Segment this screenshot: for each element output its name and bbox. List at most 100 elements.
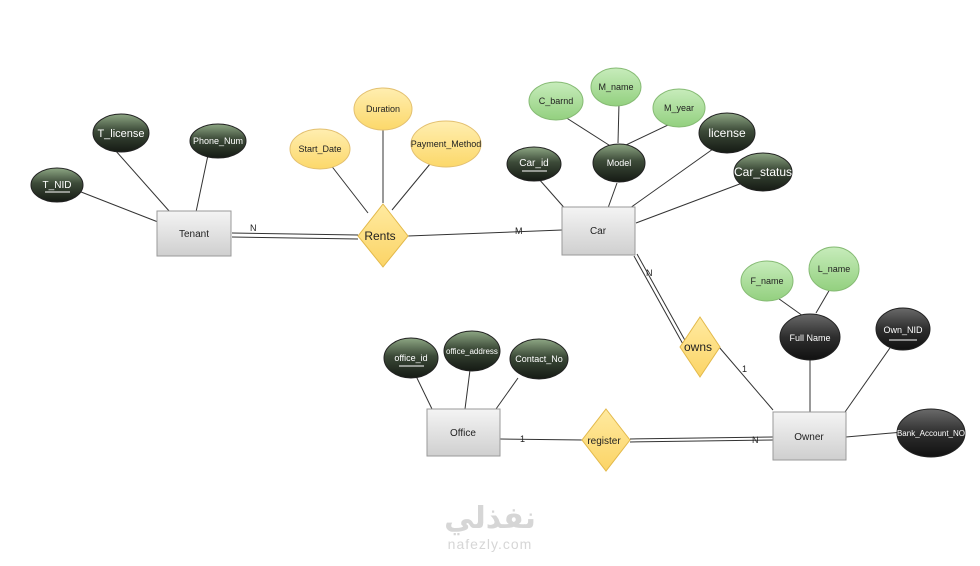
relationship-owns[interactable]: owns (679, 316, 721, 378)
attribute-car-id[interactable]: Car_id (506, 146, 562, 182)
attribute-car-status[interactable]: Car_status (733, 152, 793, 192)
relationship-register[interactable]: register (581, 408, 631, 472)
watermark-arabic: نفذلي (444, 501, 536, 536)
attribute-ellipse (410, 120, 482, 168)
attribute-label: Phone_Num (193, 136, 243, 146)
cardinality-owner-owns: 1 (742, 364, 747, 374)
attribute-ellipse (592, 143, 646, 183)
entity-tenant[interactable]: Tenant (156, 210, 232, 257)
line-tenant-t-nid (75, 189, 159, 223)
line-tenant-rents (231, 232, 359, 236)
attribute-ellipse (506, 146, 562, 182)
cardinality-owner-register: N (752, 435, 759, 445)
attribute-ellipse (733, 152, 793, 192)
line-owner-bank-account (845, 431, 904, 438)
entity-label: Car (590, 226, 607, 237)
attribute-office-address[interactable]: office_address (443, 330, 501, 372)
attribute-label: L_name (818, 264, 851, 274)
entity-box (426, 408, 501, 457)
watermark: نفذلي nafezly.com (410, 501, 570, 553)
attribute-label: M_year (664, 103, 694, 113)
entity-box (156, 210, 232, 257)
attribute-t-license[interactable]: T_license (92, 113, 150, 153)
attribute-phone-num[interactable]: Phone_Num (189, 123, 247, 159)
attribute-c-barnd[interactable]: C_barnd (528, 81, 584, 121)
line-tenant-rents-double (231, 236, 359, 240)
line-model-m-name (617, 102, 620, 144)
attribute-office-id[interactable]: office_id (383, 337, 439, 379)
entity-car[interactable]: Car (561, 206, 636, 256)
entity-box (561, 206, 636, 256)
attribute-contact-no[interactable]: Contact_No (509, 338, 569, 380)
line-fullname-f-name (774, 295, 804, 317)
cardinality-car-owns: N (646, 268, 653, 278)
attribute-start-date[interactable]: Start_Date (289, 128, 351, 170)
attribute-ellipse (779, 313, 841, 361)
entity-office[interactable]: Office (426, 408, 501, 457)
attribute-label: F_name (750, 276, 783, 286)
line-owner-own-nid (844, 344, 893, 413)
attribute-label: M_name (598, 82, 633, 92)
entity-label: Tenant (179, 229, 209, 240)
line-car-owns-double (636, 253, 688, 345)
cardinality-office-register: 1 (520, 434, 525, 444)
attribute-ellipse (509, 338, 569, 380)
cardinality-car-rents: M (515, 226, 523, 236)
cardinality-labels: N M N 1 1 N (250, 223, 759, 445)
attribute-model[interactable]: Model (592, 143, 646, 183)
attribute-label: license (708, 126, 746, 140)
attribute-bank-account-no[interactable]: Bank_Account_NO (896, 408, 966, 458)
attribute-label: Car_status (734, 165, 792, 179)
attribute-ellipse (896, 408, 966, 458)
attribute-t-nid[interactable]: T_NID (30, 167, 84, 203)
attribute-license[interactable]: license (698, 112, 756, 154)
attribute-own-nid[interactable]: Own_NID (875, 307, 931, 351)
attribute-ellipse (590, 67, 642, 107)
relationship-diamond (679, 316, 721, 378)
attribute-label: Contact_No (515, 354, 563, 364)
line-office-register (499, 438, 584, 441)
relationship-rents[interactable]: Rents (357, 203, 409, 268)
line-tenant-phone-num (195, 154, 209, 213)
attribute-ellipse (189, 123, 247, 159)
attribute-ellipse (698, 112, 756, 154)
attribute-ellipse (30, 167, 84, 203)
relationship-label: owns (684, 340, 712, 354)
attribute-label: Own_NID (883, 325, 923, 335)
attribute-ellipse (808, 246, 860, 292)
attribute-label: Car_id (519, 158, 548, 169)
relationship-label: Rents (364, 229, 395, 243)
attribute-f-name[interactable]: F_name (740, 260, 794, 302)
line-car-model (607, 182, 618, 209)
line-car-owns (633, 255, 685, 347)
line-office-office-id (415, 375, 433, 410)
attribute-ellipse (383, 337, 439, 379)
attribute-payment-method[interactable]: Payment_Method (410, 120, 482, 168)
attribute-duration[interactable]: Duration (353, 87, 413, 131)
line-register-owner (629, 436, 774, 440)
attribute-l-name[interactable]: L_name (808, 246, 860, 292)
attribute-ellipse (353, 87, 413, 131)
attribute-m-name[interactable]: M_name (590, 67, 642, 107)
entity-label: Owner (794, 432, 824, 443)
line-register-owner-double (629, 439, 774, 443)
line-car-license (629, 143, 721, 209)
line-fullname-l-name (815, 288, 831, 314)
cardinality-tenant-rents: N (250, 223, 257, 233)
line-model-m-year (625, 124, 669, 146)
connector-lines (75, 102, 904, 443)
attribute-full-name[interactable]: Full Name (779, 313, 841, 361)
relationship-diamond (357, 203, 409, 268)
entity-box (772, 411, 847, 461)
attribute-label: Model (607, 158, 632, 168)
attribute-m-year[interactable]: M_year (652, 88, 706, 128)
attribute-ellipse (92, 113, 150, 153)
line-office-office-address (464, 369, 471, 410)
attribute-label: Start_Date (298, 144, 341, 154)
line-model-c-barnd (564, 116, 613, 148)
line-office-contact-no (495, 377, 519, 410)
attribute-label: office_id (394, 353, 427, 363)
entity-owner[interactable]: Owner (772, 411, 847, 461)
relationship-label: register (587, 436, 621, 447)
